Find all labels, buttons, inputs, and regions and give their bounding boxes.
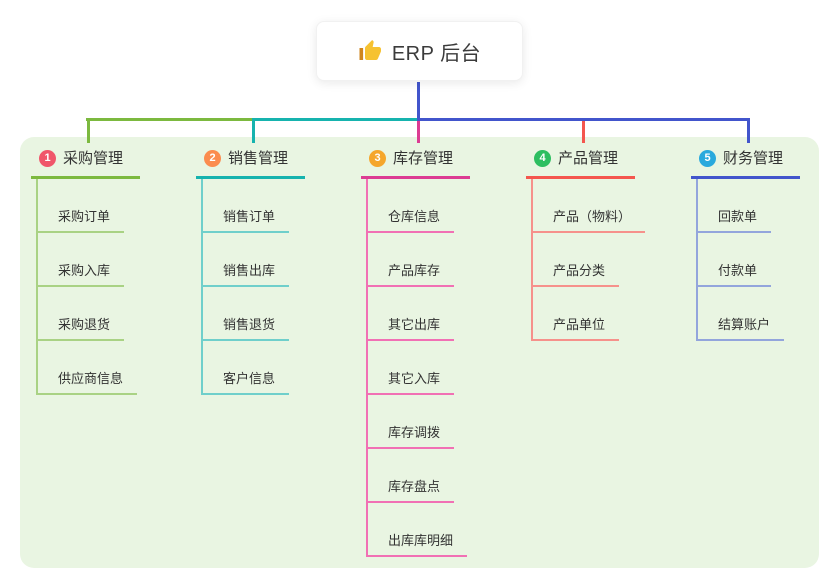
child-node[interactable]: 采购订单 bbox=[38, 179, 137, 233]
child-node[interactable]: 其它出库 bbox=[368, 287, 467, 341]
branch-drop-4 bbox=[582, 121, 585, 143]
child-node-label: 库存调拨 bbox=[368, 425, 455, 449]
child-node[interactable]: 采购入库 bbox=[38, 233, 137, 287]
branch-column: 2 销售管理销售订单销售出库销售退货客户信息 bbox=[196, 148, 356, 395]
child-node[interactable]: 出库库明细 bbox=[368, 503, 468, 557]
child-node-label: 其它出库 bbox=[368, 317, 455, 341]
branch-node[interactable]: 3 库存管理 bbox=[361, 148, 471, 179]
top-rail-segment-3 bbox=[417, 118, 750, 121]
branches-panel bbox=[20, 137, 819, 568]
branch-node[interactable]: 5 财务管理 bbox=[691, 148, 801, 179]
child-node[interactable]: 产品分类 bbox=[533, 233, 645, 287]
child-node[interactable]: 产品库存 bbox=[368, 233, 467, 287]
root-node[interactable]: ERP 后台 bbox=[316, 21, 523, 81]
top-rail-segment-2 bbox=[253, 118, 417, 121]
child-node[interactable]: 产品单位 bbox=[533, 287, 645, 341]
child-node-label: 出库库明细 bbox=[368, 533, 468, 557]
branch-number-badge: 4 bbox=[534, 150, 551, 167]
child-node-label: 结算账户 bbox=[698, 317, 785, 341]
branch-number-badge: 3 bbox=[369, 150, 386, 167]
branch-column: 5 财务管理回款单付款单结算账户 bbox=[691, 148, 839, 341]
child-node-label: 产品库存 bbox=[368, 263, 455, 287]
child-node-label: 供应商信息 bbox=[38, 371, 138, 395]
child-node-label: 采购订单 bbox=[38, 209, 125, 233]
child-node-label: 其它入库 bbox=[368, 371, 455, 395]
child-node[interactable]: 销售出库 bbox=[203, 233, 290, 287]
child-node[interactable]: 回款单 bbox=[698, 179, 784, 233]
child-node-label: 付款单 bbox=[698, 263, 772, 287]
child-node-label: 仓库信息 bbox=[368, 209, 455, 233]
child-node-label: 销售出库 bbox=[203, 263, 290, 287]
branch-label: 库存管理 bbox=[393, 150, 454, 167]
root-trunk-line bbox=[417, 82, 420, 121]
branch-column: 4 产品管理产品（物料） 产品分类产品单位 bbox=[526, 148, 686, 341]
branch-label: 采购管理 bbox=[63, 150, 124, 167]
child-node[interactable]: 客户信息 bbox=[203, 341, 290, 395]
branch-label: 财务管理 bbox=[723, 150, 784, 167]
branch-number-badge: 2 bbox=[204, 150, 221, 167]
branch-column: 1 采购管理采购订单采购入库采购退货供应商信息 bbox=[31, 148, 191, 395]
branch-node[interactable]: 1 采购管理 bbox=[31, 148, 141, 179]
branch-label: 产品管理 bbox=[558, 150, 619, 167]
branch-number-badge: 5 bbox=[699, 150, 716, 167]
branch-drop-2 bbox=[252, 118, 255, 143]
branch-column: 3 库存管理仓库信息产品库存其它出库其它入库库存调拨库存盘点出库库明细 bbox=[361, 148, 521, 557]
child-node-label: 产品（物料） bbox=[533, 209, 646, 233]
branch-children: 产品（物料） 产品分类产品单位 bbox=[531, 179, 646, 341]
branch-drop-3 bbox=[417, 121, 420, 143]
branch-children: 销售订单销售出库销售退货客户信息 bbox=[201, 179, 290, 395]
child-node-label: 产品分类 bbox=[533, 263, 620, 287]
child-node[interactable]: 库存盘点 bbox=[368, 449, 467, 503]
child-node[interactable]: 付款单 bbox=[698, 233, 784, 287]
child-node[interactable]: 产品（物料） bbox=[533, 179, 646, 233]
child-node-label: 销售订单 bbox=[203, 209, 290, 233]
branch-number-badge: 1 bbox=[39, 150, 56, 167]
child-node-label: 库存盘点 bbox=[368, 479, 455, 503]
branch-label: 销售管理 bbox=[228, 150, 289, 167]
child-node-label: 采购退货 bbox=[38, 317, 125, 341]
branch-children: 回款单付款单结算账户 bbox=[696, 179, 785, 341]
child-node-label: 产品单位 bbox=[533, 317, 620, 341]
child-node[interactable]: 仓库信息 bbox=[368, 179, 467, 233]
top-rail-segment-1 bbox=[86, 118, 253, 121]
child-node[interactable]: 结算账户 bbox=[698, 287, 785, 341]
thumbs-up-icon bbox=[358, 39, 382, 63]
branch-node[interactable]: 4 产品管理 bbox=[526, 148, 636, 179]
child-node-label: 销售退货 bbox=[203, 317, 290, 341]
branch-children: 仓库信息产品库存其它出库其它入库库存调拨库存盘点出库库明细 bbox=[366, 179, 468, 557]
root-title: ERP 后台 bbox=[391, 42, 482, 65]
child-node[interactable]: 销售订单 bbox=[203, 179, 290, 233]
branch-drop-5 bbox=[747, 118, 750, 143]
branch-drop-1 bbox=[87, 118, 90, 143]
child-node-label: 采购入库 bbox=[38, 263, 125, 287]
branch-node[interactable]: 2 销售管理 bbox=[196, 148, 306, 179]
child-node[interactable]: 其它入库 bbox=[368, 341, 467, 395]
child-node-label: 回款单 bbox=[698, 209, 772, 233]
branch-children: 采购订单采购入库采购退货供应商信息 bbox=[36, 179, 138, 395]
child-node[interactable]: 供应商信息 bbox=[38, 341, 138, 395]
child-node-label: 客户信息 bbox=[203, 371, 290, 395]
child-node[interactable]: 销售退货 bbox=[203, 287, 290, 341]
child-node[interactable]: 库存调拨 bbox=[368, 395, 467, 449]
child-node[interactable]: 采购退货 bbox=[38, 287, 137, 341]
